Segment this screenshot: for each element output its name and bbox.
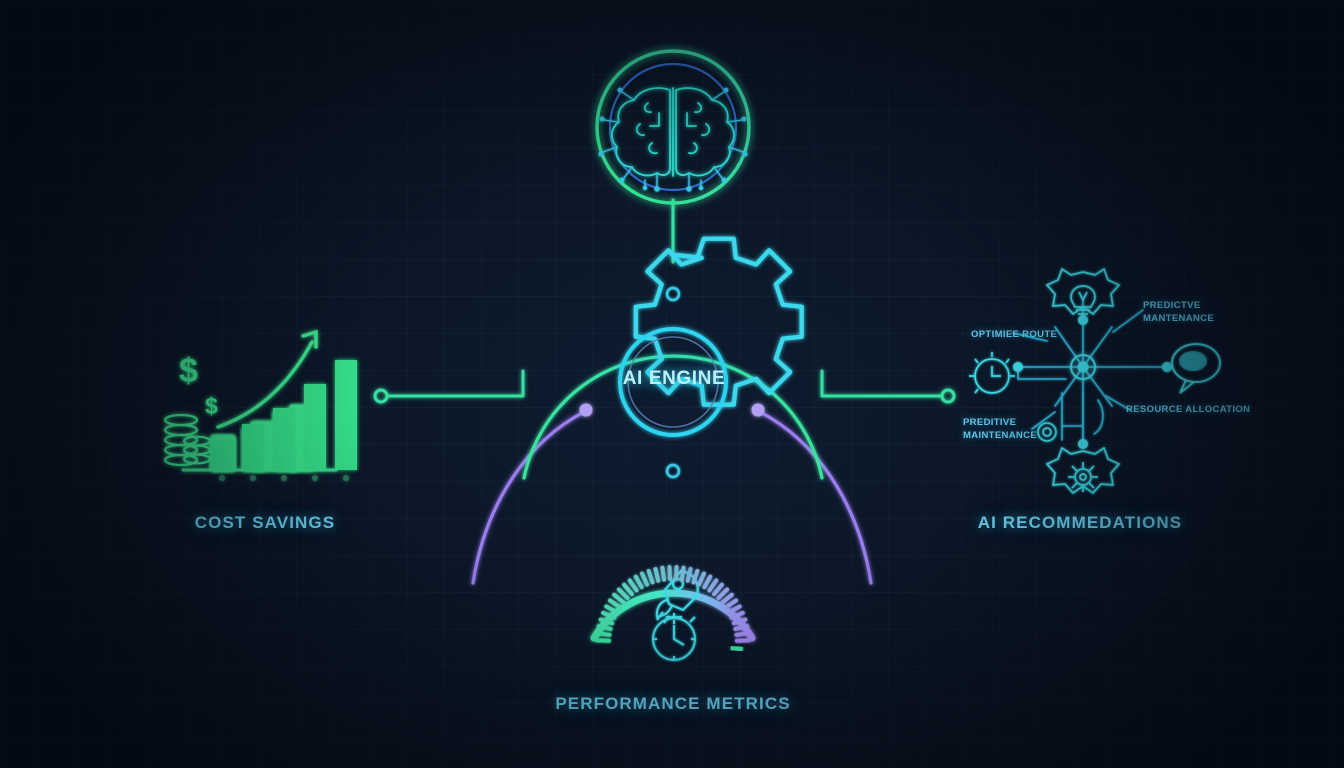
gauge-tick [679, 565, 686, 582]
gauge-tick [622, 582, 634, 596]
gauge-tick [627, 578, 639, 593]
gauge-tick [697, 571, 706, 587]
gauge-tick [607, 598, 622, 610]
gauge-tick [712, 582, 724, 596]
gauge-tick [716, 587, 730, 601]
gauge-tick [685, 567, 693, 583]
gauge-tick [640, 571, 649, 587]
node-label-line1: PREDICTVE [1143, 300, 1201, 311]
gauge-tick [729, 610, 745, 620]
gauge-tick [667, 565, 673, 582]
ai-engine-label: AI ENGINE [622, 368, 726, 389]
caption-ai-recommendations: AI RECOMMEDATIONS [977, 513, 1183, 532]
gauge-tick [646, 568, 655, 585]
node-label-resource-allocation: RESOURCE ALLOCATION [1126, 404, 1251, 415]
gauge-tick [633, 574, 644, 590]
gauge-tick [598, 617, 615, 626]
gauge-tick [601, 610, 617, 620]
gauge-tick [731, 617, 748, 626]
gauge-tick [734, 631, 751, 637]
gauge-tick [596, 624, 613, 631]
gauge-tick [727, 604, 742, 615]
gauge-tick [604, 604, 619, 615]
gauge-tick [653, 567, 661, 583]
gauge-tick [612, 592, 626, 605]
gauge-tick [595, 631, 612, 637]
node-label-line2: MANTENANCE [1143, 312, 1215, 324]
gauge-tick [733, 624, 750, 631]
gauge-tick [660, 565, 667, 582]
gauge-tick [616, 587, 630, 601]
node-label-optimize-route: OPTIMIEE ROUTE [971, 329, 1058, 340]
caption-performance-metrics: PERFORMANCE METRICS [555, 694, 791, 713]
gauge-tick [724, 598, 739, 610]
gauge-tick [673, 565, 679, 582]
caption-cost-savings: COST SAVINGS [194, 513, 336, 532]
node-label-predictive-maintenance-top: PREDICTVE MANTENANCE [1143, 300, 1214, 325]
gauge-tick [691, 568, 700, 585]
gauge-tick [720, 592, 734, 605]
gauge-tick [707, 578, 719, 593]
gauge-tick [702, 574, 713, 590]
node-label-line1: PREDITIVE [963, 417, 1017, 428]
node-label-predictive-maintenance-bottom: PREDITIVE MAINTENANCE [963, 417, 1037, 442]
node-label-line2: MAINTENANCE [963, 429, 1038, 441]
